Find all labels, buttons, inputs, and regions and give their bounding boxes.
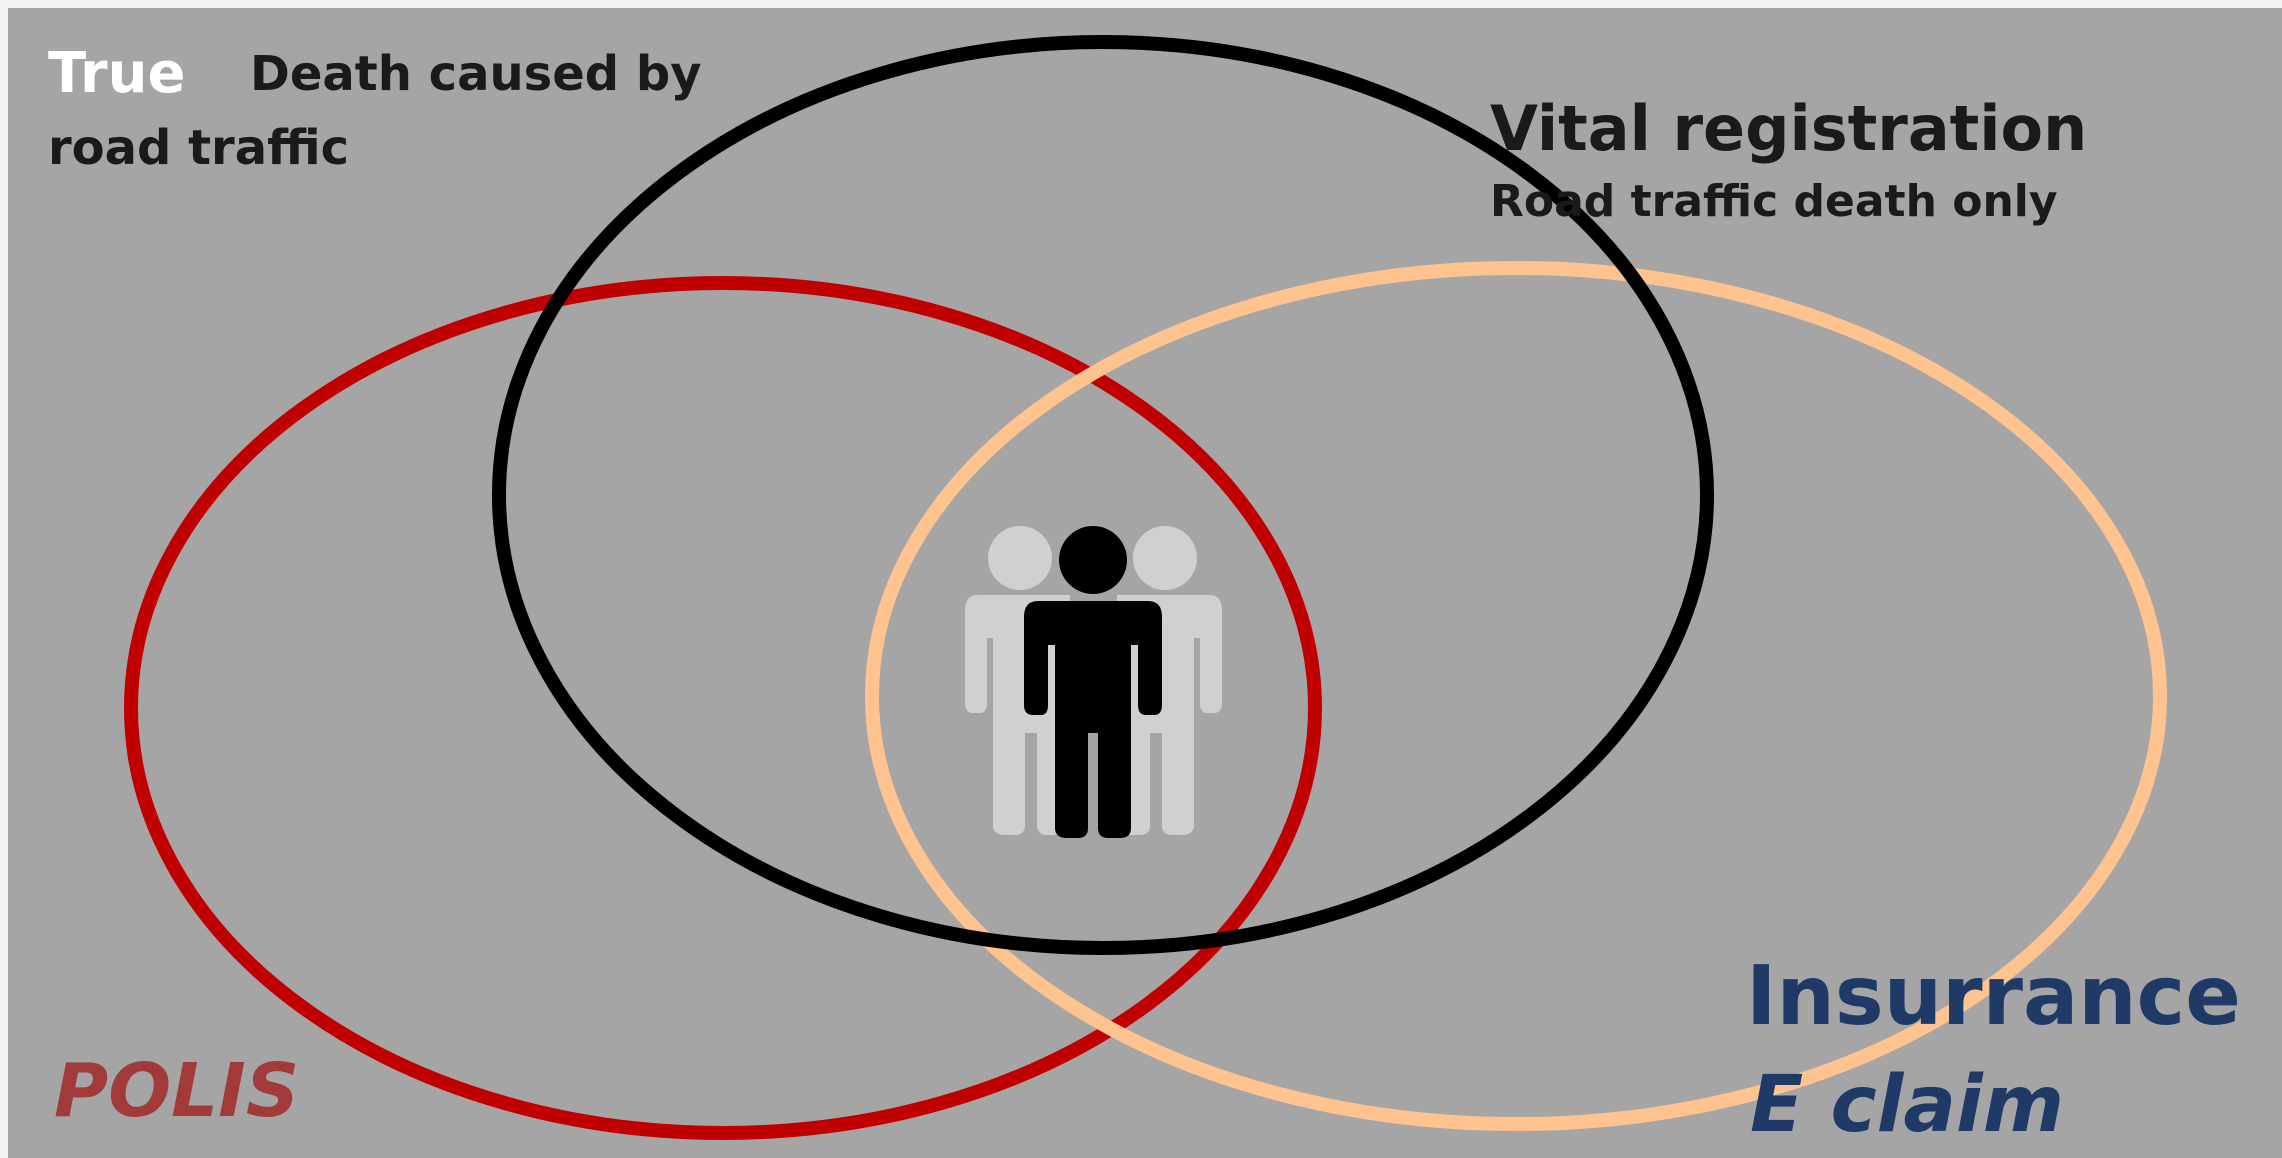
venn-diagram	[124, 35, 2167, 1140]
vital-registration-title: Vital registration	[1490, 92, 2088, 165]
insurance-ellipse	[865, 261, 2167, 1131]
polis-ellipse	[124, 276, 1322, 1140]
vital-registration-subtitle: Road traffic death only	[1490, 176, 2058, 227]
true-label: True	[48, 41, 186, 106]
venn-diagram-panel: True Death caused by road traffic Vital …	[8, 8, 2282, 1158]
true-description-line1: Death caused by	[250, 46, 702, 102]
insurance-title: Insurrance	[1746, 949, 2241, 1044]
people-group-icon	[965, 526, 1222, 838]
vital-registration-ellipse	[492, 35, 1714, 955]
polis-label: POLIS	[54, 1048, 300, 1134]
insurance-subtitle: E claim	[1750, 1060, 2065, 1150]
true-description-line2: road traffic	[48, 120, 350, 176]
